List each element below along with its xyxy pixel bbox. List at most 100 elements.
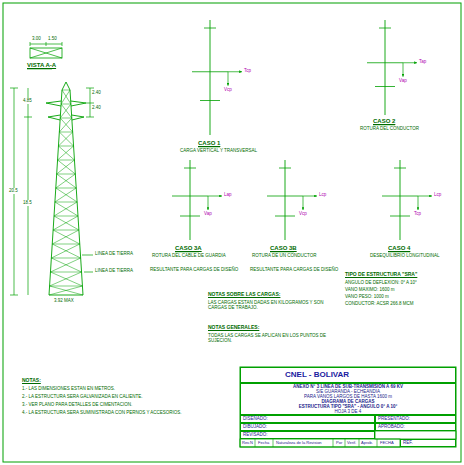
drawing-label: Vcp — [299, 212, 307, 217]
tower-bracing — [58, 146, 74, 160]
title-block — [240, 367, 456, 447]
tower-strut — [56, 188, 76, 189]
drawing-label: LAS CARGAS ESTAN DADAS EN KILOGRAMOS Y S… — [208, 300, 328, 310]
drawing-label: Tcp — [244, 69, 251, 74]
tower-strut — [58, 146, 73, 147]
tower-strut — [52, 244, 80, 245]
section-brace — [30, 48, 62, 58]
tower-bracing — [50, 286, 83, 295]
title-header-cell: CNEL - BOLIVAR — [240, 367, 456, 383]
drawing-label: 2.40 — [92, 106, 101, 111]
load-arrow — [303, 196, 317, 197]
case-crossarm — [390, 216, 410, 217]
tower-bracing — [53, 216, 78, 230]
section-brace — [30, 48, 62, 58]
tower-bracing — [52, 244, 80, 258]
dimension-line — [90, 88, 91, 117]
title-text: REF. — [403, 441, 455, 446]
crossarm — [46, 101, 61, 106]
drawing-label: ROTURA DE UN CONDUCTOR — [252, 254, 316, 259]
dimension-tick — [24, 117, 32, 118]
drawing-label: 1.- LAS DIMENSIONES ESTAN EN METROS. — [22, 387, 115, 392]
load-arrow — [403, 62, 417, 63]
tower-bracing — [59, 118, 71, 132]
case-mast — [385, 20, 386, 115]
title-cell: DIBUJADO: — [240, 423, 375, 431]
crossarm — [71, 101, 86, 106]
tower-bracing — [50, 258, 80, 272]
case-crossarm — [275, 216, 295, 217]
load-arrow — [418, 196, 419, 210]
drawing-label: Rev.N — [242, 441, 253, 445]
tower-strut — [62, 90, 70, 91]
tower-bracing — [60, 104, 71, 118]
tower-bracing — [55, 202, 78, 216]
dimension-tick — [86, 88, 94, 89]
heading-label: NOTAS: — [22, 378, 41, 383]
drawing-label: Vap — [399, 79, 407, 84]
revision-separator — [359, 439, 360, 447]
drawing-label: Tcp — [414, 212, 421, 217]
load-arrow — [208, 196, 209, 210]
tower-strut — [54, 216, 78, 217]
heading-label: CASO 1 — [198, 140, 220, 146]
ground-line — [84, 272, 93, 273]
load-arrow — [208, 196, 222, 197]
title-text: CNEL - BOLIVAR — [285, 371, 349, 380]
drawing-label: RESULTANTE PARA CARGAS DE DISEÑO — [150, 268, 238, 273]
case-guard-arm — [279, 168, 291, 169]
tower-bracing — [51, 244, 79, 258]
heading-label: CASO 4 — [388, 245, 410, 251]
drawing-label: ANGULO DE DEFLEXION: 0° A 10° — [345, 281, 417, 286]
tower-bracing — [51, 258, 81, 272]
tower-bracing — [54, 202, 77, 216]
load-arrow — [403, 63, 404, 77]
tower-bracing — [54, 216, 79, 230]
drawing-label: 4.85 — [23, 98, 32, 104]
heading-label: NOTAS GENERALES: — [208, 325, 259, 330]
drawing-label: 2.- LA ESTRUCTURA SERA GALVANIZADA EN CA… — [22, 395, 143, 400]
drawing-label: Lcp — [319, 193, 326, 198]
drawing-label: Vap — [204, 212, 212, 217]
revision-separator — [255, 439, 256, 447]
heading-label: VISTA A-A — [27, 62, 56, 68]
title-underline — [388, 252, 410, 253]
tower-leg — [70, 90, 83, 295]
tower-bracing — [58, 160, 76, 174]
dimension-tick — [62, 42, 63, 46]
drawing-label: Lcp — [434, 193, 441, 198]
tower-bracing — [60, 118, 72, 132]
case-crossarm — [200, 100, 220, 101]
drawing-label: ROTURA DEL CABLE DE GUARDIA — [152, 254, 226, 259]
dimension-line — [28, 88, 29, 295]
title-underline — [27, 69, 52, 70]
drawing-label: DESEQUILIBRIO LONGITUDINAL — [370, 254, 440, 259]
case-mast — [400, 160, 401, 240]
drawing-label: ROTURA DEL CONDUCTOR — [360, 127, 419, 132]
title-cell: PRESENTADO: — [375, 415, 456, 423]
title-text: DIBUJADO: — [243, 425, 374, 430]
tower-bracing — [50, 272, 82, 286]
revision-separator — [273, 439, 274, 447]
title-cell: REF. — [400, 439, 456, 447]
tower-strut — [50, 286, 83, 287]
title-underline — [198, 147, 220, 148]
drawing-label: FECHA — [380, 441, 394, 445]
drawing-label: CARGA VERTICAL Y TRANSVERSAL — [180, 149, 257, 154]
drawing-label: LINEA DE TIERRA — [95, 252, 133, 257]
tower-strut — [53, 230, 79, 231]
sheet-frame — [3, 3, 461, 462]
case-guard-arm — [379, 28, 391, 29]
heading-label: CASO 3B — [270, 245, 297, 251]
case-mast — [190, 160, 191, 240]
case-guard-arm — [204, 28, 216, 29]
dimension-tick — [30, 42, 31, 46]
drawing-label: Naturaleza de la Revision — [276, 441, 322, 445]
heading-label: NOTAS SOBRE LAS CARGAS: — [208, 292, 280, 297]
tower-bracing — [57, 174, 77, 188]
title-cell: REVISADO: — [240, 431, 375, 439]
case-guard-arm — [184, 168, 196, 169]
tower-bracing — [58, 132, 72, 146]
dimension-tick — [86, 117, 94, 118]
drawing-label: 2.40 — [92, 91, 101, 96]
